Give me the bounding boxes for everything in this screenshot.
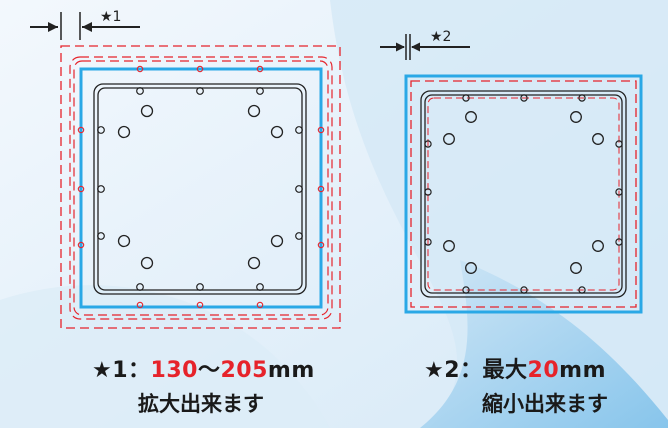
hoop-outer-2 <box>420 90 627 298</box>
dim-arrowhead-left-2 <box>396 42 405 52</box>
left-diagram: ★1 <box>30 9 341 329</box>
caption-right-unit: mm <box>559 358 607 383</box>
right-diagram: ★2 <box>380 29 643 314</box>
reduced-boundary <box>410 80 637 308</box>
caption-left-star: ★1： <box>92 358 151 383</box>
hoop-inner-2 <box>424 94 623 294</box>
reduced-rebar <box>427 97 620 291</box>
hoop-outer <box>93 83 307 295</box>
caption-right-line1: ★2：最大20mm <box>424 352 606 384</box>
caption-left-value2: 205 <box>220 358 268 383</box>
caption-right-line2: 縮小出来ます <box>482 392 608 416</box>
small-bars-2 <box>424 94 623 294</box>
expanded-rebar-outer <box>69 56 333 320</box>
caption-left-unit: mm <box>267 358 315 383</box>
expanded-small-bars <box>77 65 325 309</box>
column-outline-blue-2 <box>404 74 643 314</box>
caption-right-star: ★2： <box>424 358 483 383</box>
column-outline-blue <box>79 67 323 309</box>
marker-2-label: ★2 <box>430 29 451 45</box>
marker-1-label: ★1 <box>100 9 121 25</box>
caption-left-value1: 130 <box>150 358 198 383</box>
hoop-inner <box>97 87 303 291</box>
caption-left-line1: ★1：130～205mm <box>92 352 315 384</box>
expanded-boundary <box>60 45 341 329</box>
caption-right-prefix: 最大 <box>482 358 528 383</box>
main-bars-2 <box>443 111 604 274</box>
dim-arrowhead-left <box>48 22 58 32</box>
caption-right-value: 20 <box>527 358 560 383</box>
caption-left-line2: 拡大出来ます <box>138 392 264 416</box>
caption-left-tilde: ～ <box>197 358 221 383</box>
expanded-rebar-inner <box>73 60 329 316</box>
small-bars <box>97 87 303 291</box>
main-bars <box>117 104 284 270</box>
